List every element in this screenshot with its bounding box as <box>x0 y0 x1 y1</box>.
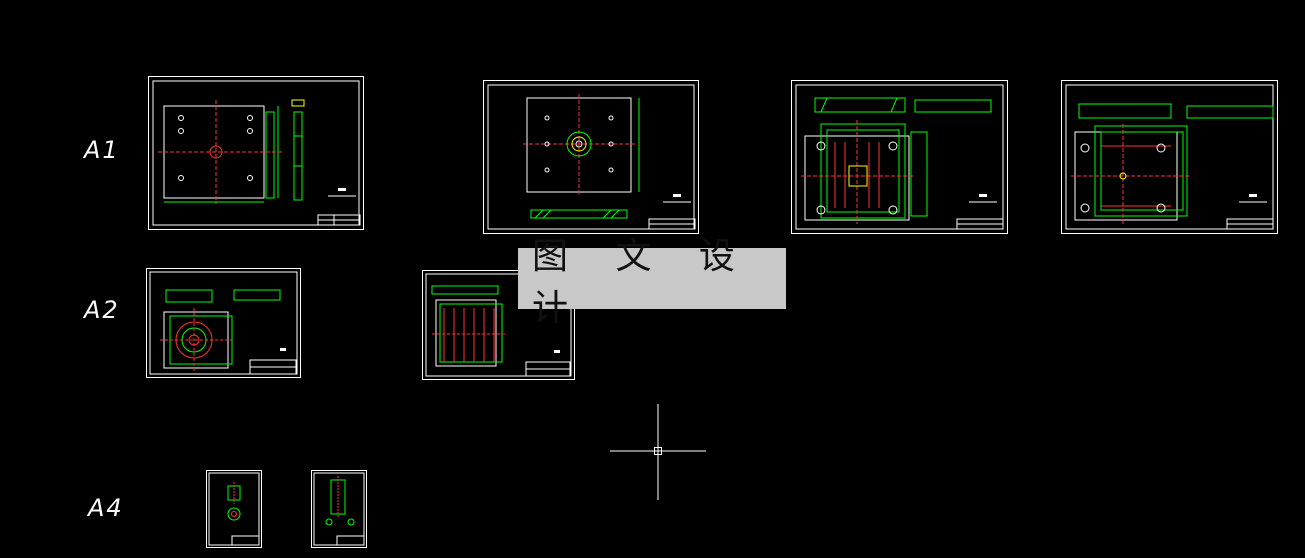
crosshair-cursor-icon <box>610 404 706 500</box>
drawing-sheet-a2-1[interactable] <box>146 268 301 378</box>
size-label-a2: A2 <box>84 296 120 324</box>
size-label-a4: A4 <box>88 494 124 522</box>
size-label-a1: A1 <box>84 136 120 164</box>
drawing-sheet-a4-2[interactable] <box>311 470 367 548</box>
drawing-sheet-a1-2[interactable] <box>483 80 699 234</box>
drawing-sheet-a1-3[interactable] <box>791 80 1008 234</box>
drawing-sheet-a1-1[interactable] <box>148 76 364 230</box>
drawing-sheet-a1-4[interactable] <box>1061 80 1278 234</box>
watermark-banner: 图 文 设 计 <box>518 236 786 329</box>
drawing-sheet-a4-1[interactable] <box>206 470 262 548</box>
drawing-sheet-a2-2[interactable] <box>422 270 575 380</box>
